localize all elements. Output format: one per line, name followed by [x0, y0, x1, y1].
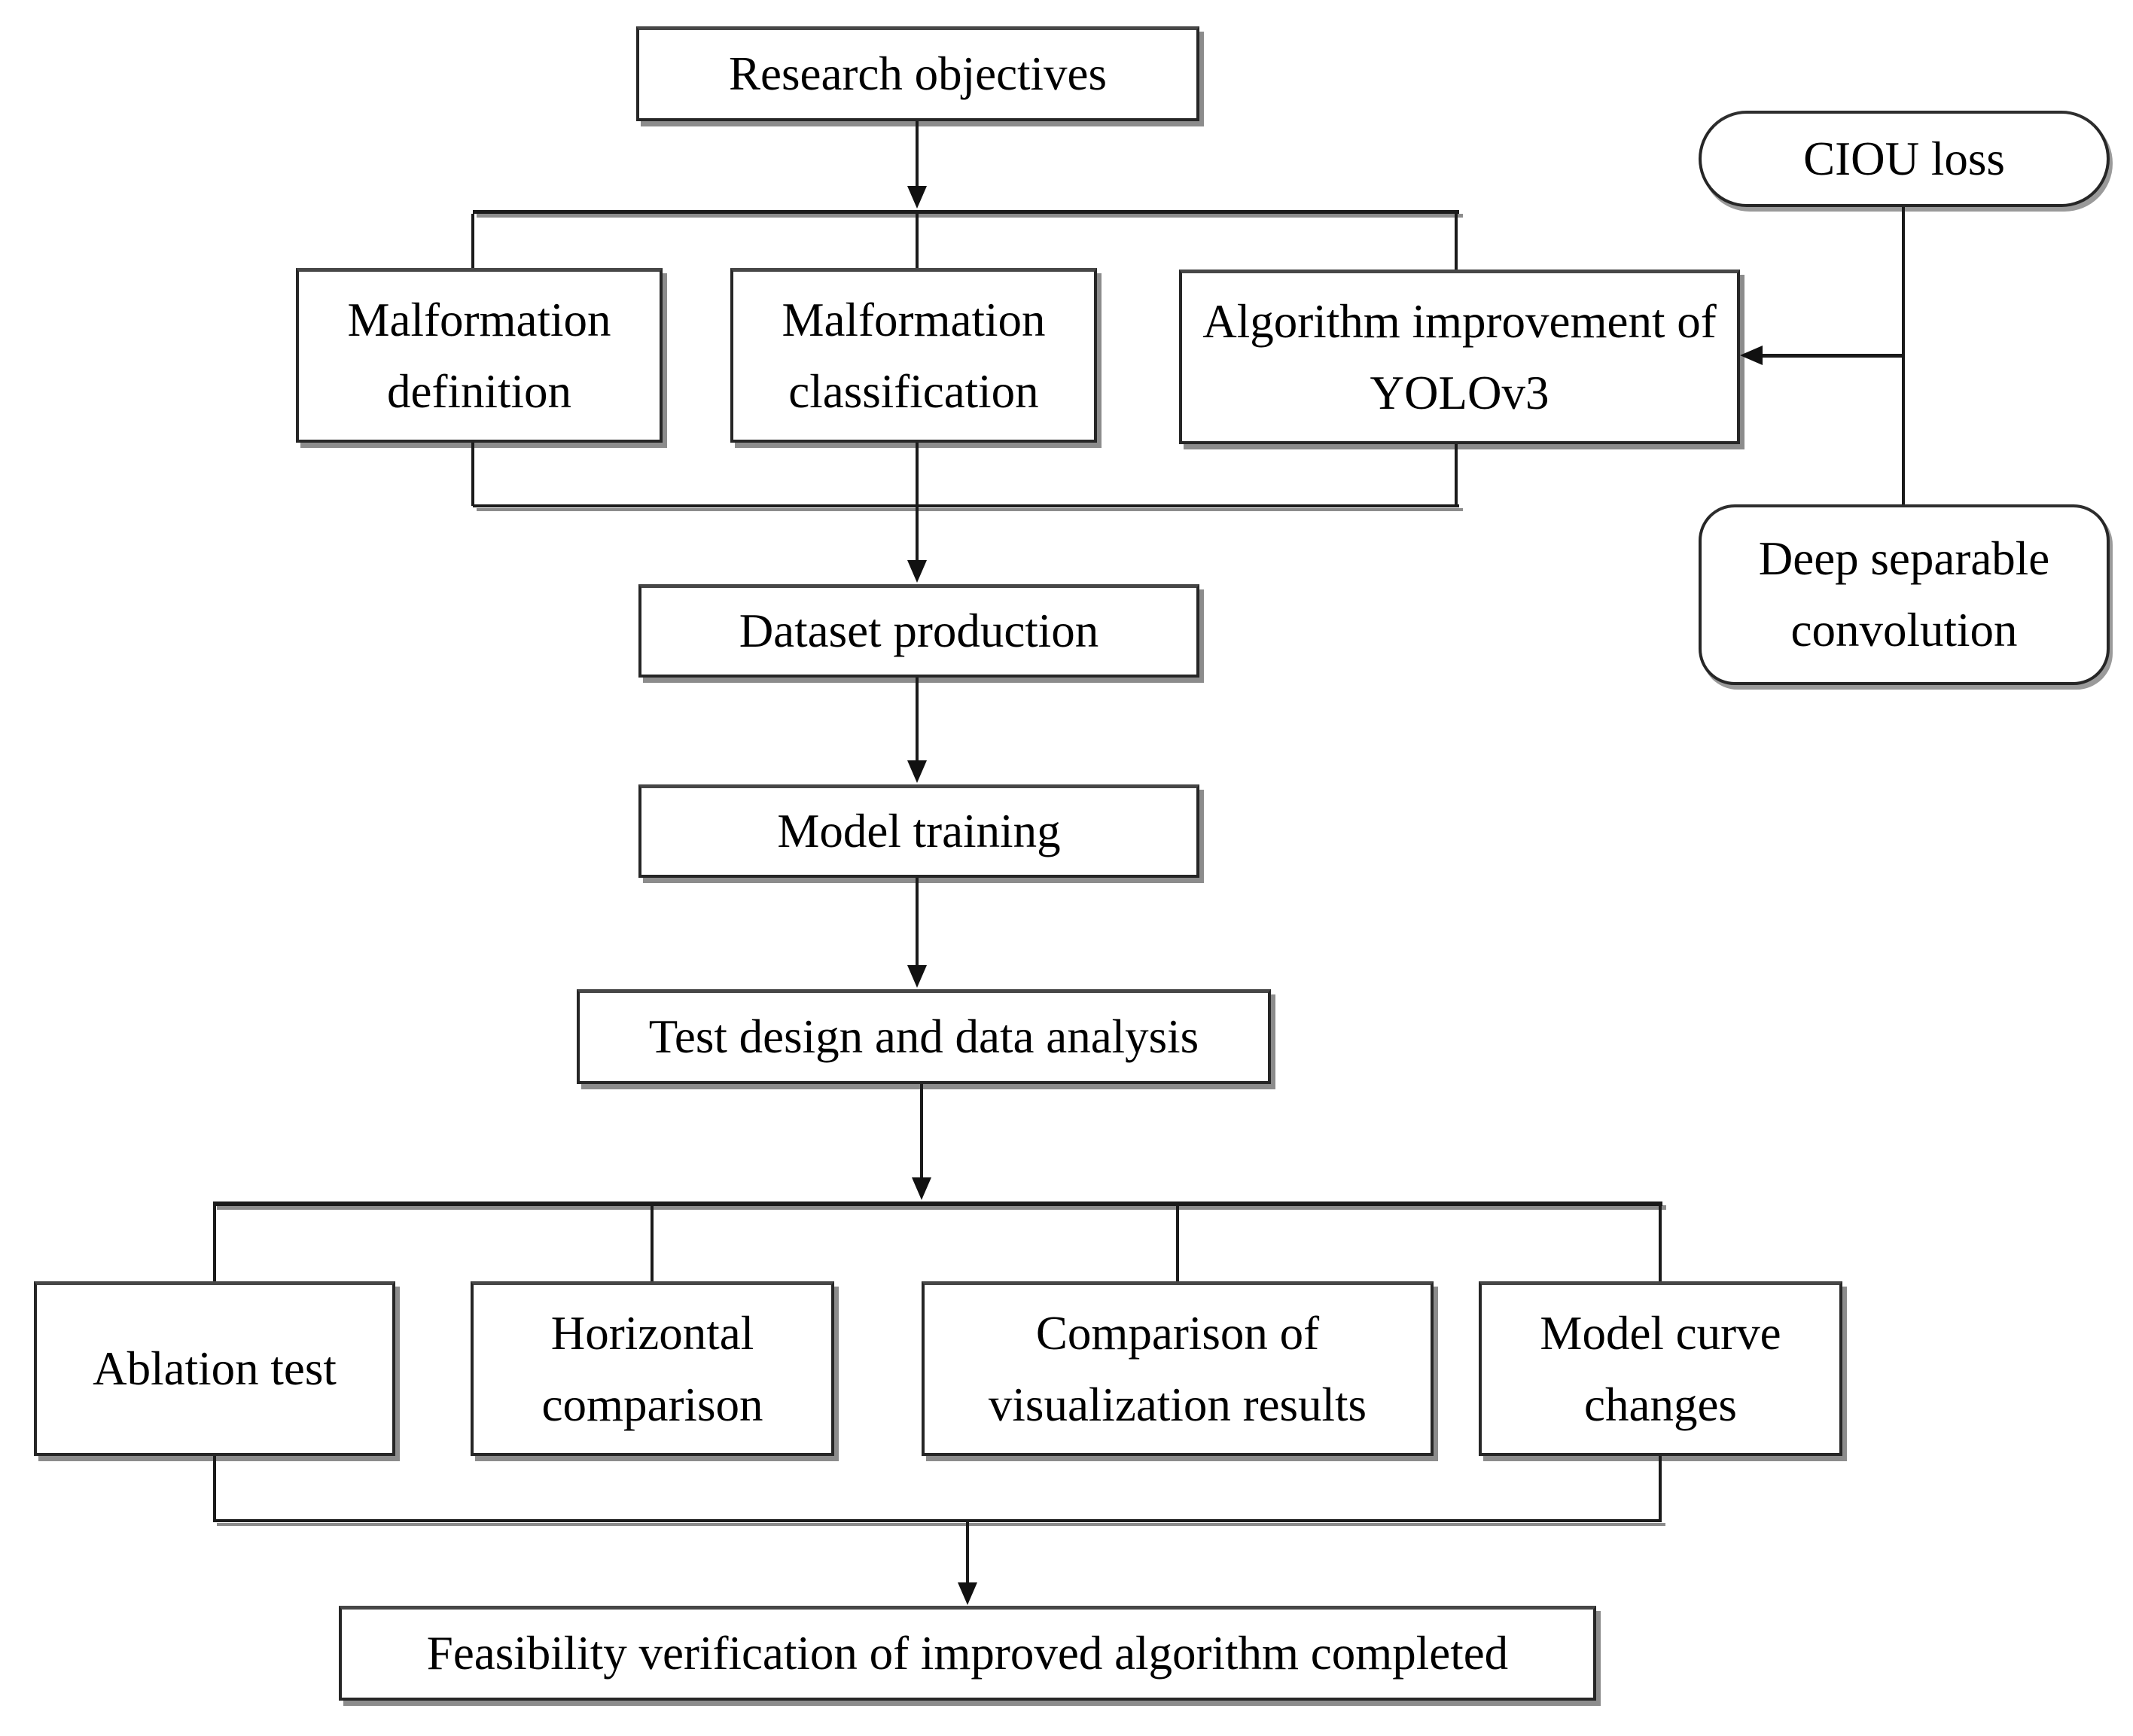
down-arrowhead-icon [907, 965, 927, 988]
node-feasibility-verification: Feasibility verification of improved alg… [339, 1606, 1596, 1701]
node-ciou-loss: CIOU loss [1699, 111, 2110, 207]
connector-dataset-to-model [916, 678, 919, 760]
node-test-design: Test design and data analysis [577, 989, 1271, 1084]
node-dataset-production: Dataset production [638, 584, 1199, 678]
branch1-drop-algorithm [1455, 214, 1458, 270]
node-horizontal-comparison: Horizontal comparison [471, 1281, 834, 1456]
connector-model-to-test [916, 878, 919, 965]
down-arrowhead-icon [907, 760, 927, 783]
down-arrowhead-icon [907, 560, 927, 583]
node-comparison-visualization: Comparison of visualization results [922, 1281, 1434, 1456]
branch3-drop-model-curve [1659, 1206, 1662, 1281]
connector-to-feasibility [966, 1522, 969, 1582]
classification-down-line [916, 443, 919, 506]
branch3-horizontal-line [213, 1201, 1662, 1206]
branch3-drop-comparison-visualization [1176, 1206, 1179, 1281]
branch3-drop-ablation [213, 1206, 216, 1281]
connector2-horizontal-line [473, 504, 1459, 507]
connector-test-to-branch3 [920, 1084, 923, 1177]
node-model-training: Model training [638, 784, 1199, 878]
ablation-down-line [213, 1456, 216, 1521]
model-curve-down-line [1659, 1456, 1662, 1521]
branch3-drop-horizontal-comparison [651, 1206, 654, 1281]
down-arrowhead-icon [912, 1177, 931, 1200]
down-arrowhead-icon [958, 1582, 977, 1605]
connector-to-dataset [916, 507, 919, 560]
node-malformation-definition: Malformation definition [296, 268, 663, 443]
algorithm-down-line [1455, 444, 1458, 506]
node-ablation-test: Ablation test [34, 1281, 395, 1456]
node-research-objectives: Research objectives [636, 26, 1199, 121]
ciou-vertical-line [1902, 207, 1905, 504]
node-model-curve-changes: Model curve changes [1479, 1281, 1842, 1456]
node-malformation-classification: Malformation classification [730, 268, 1097, 443]
definition-down-line [471, 443, 474, 506]
connector-research-to-branch1 [916, 121, 919, 187]
node-deep-separable-convolution: Deep separable convolution [1699, 504, 2110, 685]
branch1-drop-definition [471, 214, 474, 268]
node-algorithm-improvement: Algorithm improvement of YOLOv3 [1179, 270, 1740, 444]
down-arrowhead-icon [907, 186, 927, 209]
branch1-drop-classification [916, 214, 919, 268]
branch1-horizontal-line [473, 210, 1459, 214]
collector-horizontal-line [213, 1519, 1662, 1522]
left-arrowhead-icon [1740, 346, 1763, 365]
ciou-arrow-line [1760, 354, 1903, 358]
